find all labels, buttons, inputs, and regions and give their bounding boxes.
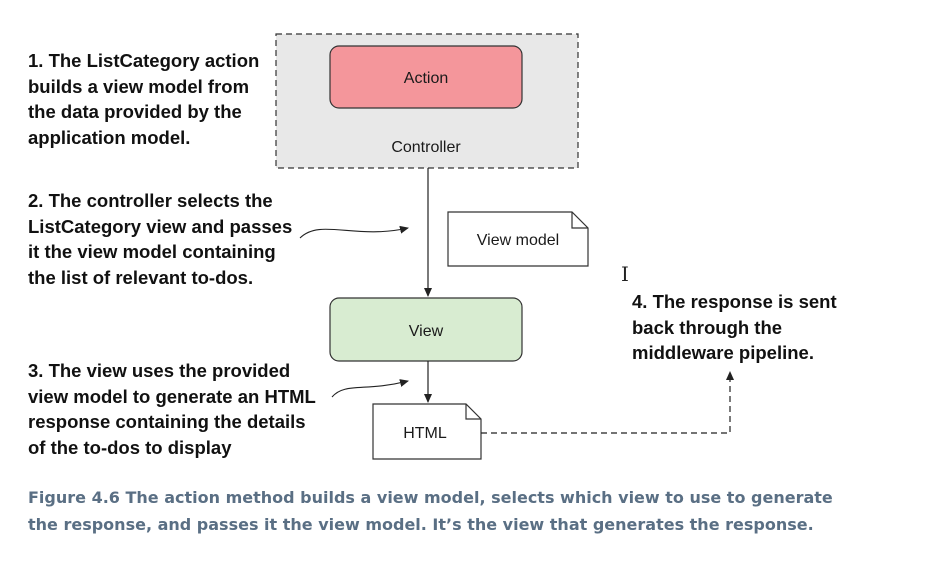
note-4: 4. The response is sent back through the… bbox=[632, 291, 837, 363]
caption-line-2: the response, and passes it the view mod… bbox=[28, 515, 814, 534]
caption-line-1: Figure 4.6 The action method builds a vi… bbox=[28, 488, 833, 507]
note-2: 2. The controller selects the ListCatego… bbox=[28, 190, 293, 288]
callout-arrow-2 bbox=[299, 225, 409, 239]
callout-arrow-3 bbox=[331, 379, 409, 398]
html-document: HTML bbox=[372, 403, 482, 460]
action-box: Action bbox=[329, 45, 523, 109]
response-path-arrow bbox=[481, 371, 734, 434]
action-label: Action bbox=[404, 70, 448, 87]
view-model-label: View model bbox=[477, 232, 559, 249]
html-label: HTML bbox=[403, 425, 447, 442]
view-box: View bbox=[329, 297, 523, 362]
note-1: 1. The ListCategory action builds a view… bbox=[28, 50, 260, 148]
note-3: 3. The view uses the provided view model… bbox=[28, 360, 316, 458]
figure-caption: Figure 4.6 The action method builds a vi… bbox=[28, 484, 908, 538]
text-cursor-icon: I bbox=[621, 262, 629, 286]
controller-label: Controller bbox=[391, 139, 461, 156]
view-model-document: View model bbox=[447, 211, 589, 267]
view-label: View bbox=[409, 323, 444, 340]
